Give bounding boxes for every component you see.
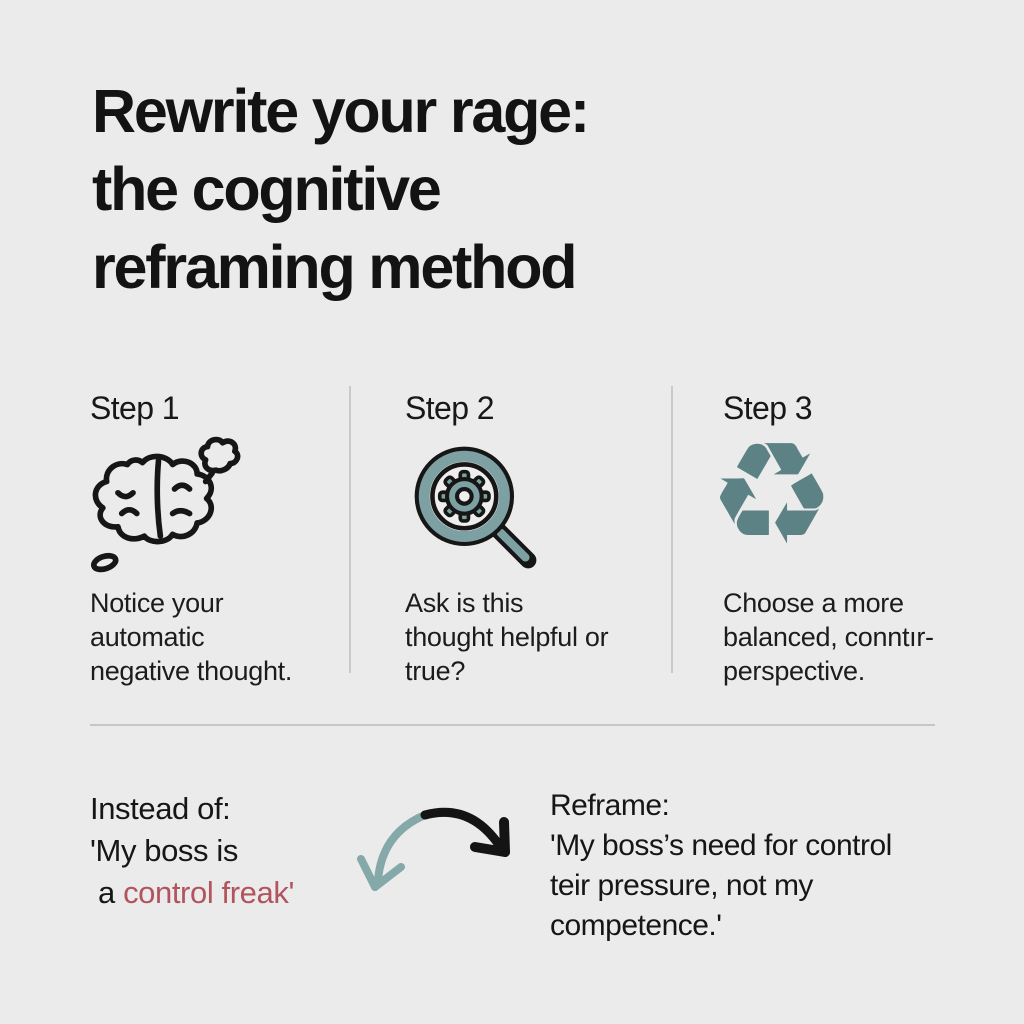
reframe-line3: competence.' [550,909,722,942]
step2-description: Ask is this thought helpful or true? [405,586,665,688]
step2-desc-line: true? [405,656,466,686]
reframe-block: Reframe: 'My boss’s need for control tei… [550,786,892,946]
column-divider-1 [349,386,351,673]
magnifier-gear-icon [406,438,561,598]
recycle-icon: ♻ [708,412,836,577]
step1-desc-line: automatic [90,622,205,652]
title-line-2: the cognitive [92,155,442,223]
page-title: Rewrite your rage: the cognitive reframi… [92,72,590,306]
reframe-line2: teir pressure, not my [550,869,813,902]
step3-desc-line: perspective. [723,656,865,686]
step3-desc-line: balanced, conntır- [723,622,934,652]
step1-description: Notice your automatic negative thought. [90,586,345,688]
step2-desc-line: Ask is this [405,588,524,618]
reframe-heading: Reframe: [550,789,670,822]
curved-arrow-icon [345,793,520,913]
instead-line2: a control freak' [90,872,294,914]
step1-desc-line: negative thought. [90,656,293,686]
step3-label: Step 3 [723,390,813,426]
step3-desc-line: Choose a more [723,588,904,618]
section-divider [90,724,935,726]
step2-label: Step 2 [405,390,495,426]
step3-description: Choose a more balanced, conntır- perspec… [723,586,953,688]
column-divider-2 [671,386,673,673]
step2-desc-line: thought helpful or [405,622,609,652]
instead-heading: Instead of: [90,791,231,826]
instead-line1: 'My boss is [90,833,238,868]
title-line-1: Rewrite your rage: [92,77,590,145]
step1-desc-line: Notice your [90,588,224,618]
negative-thought-highlight: control freak' [123,875,294,910]
step1-label: Step 1 [90,390,180,426]
title-line-3: reframing method [92,233,578,301]
instead-line2-prefix: a [98,875,124,910]
brain-thought-icon [84,426,249,591]
reframe-line1: 'My boss’s need for control [550,829,892,862]
instead-block: Instead of: 'My boss is a control freak' [90,788,294,914]
